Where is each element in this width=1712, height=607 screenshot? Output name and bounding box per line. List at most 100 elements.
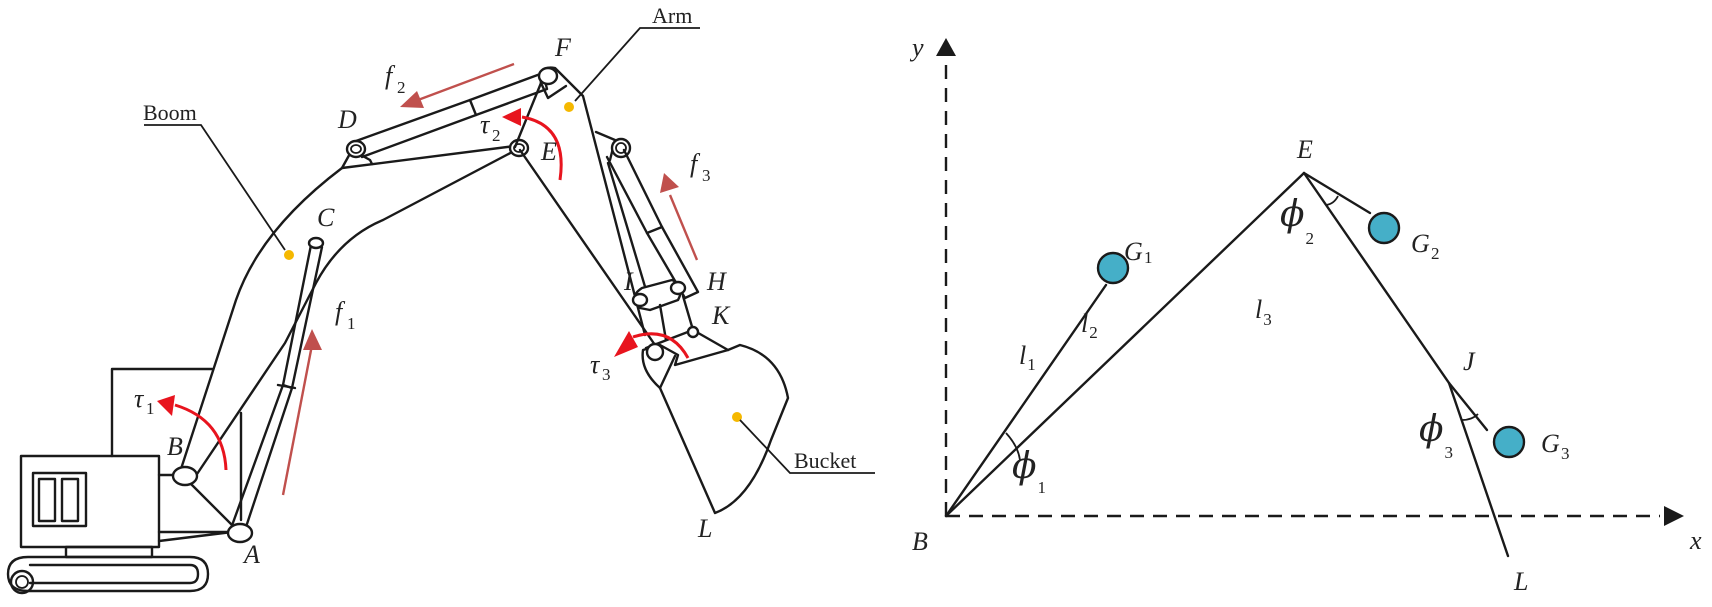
torque-arrow-tau1: [157, 395, 228, 471]
callout-boom: Boom: [143, 100, 197, 125]
torque-arrow-tau2: [502, 108, 563, 181]
label-E: E: [540, 137, 557, 166]
label-G3: G 3: [1541, 429, 1570, 463]
label-phi3-symbol: ϕ: [1419, 409, 1444, 450]
label-phi1: ϕ 1: [1012, 446, 1046, 497]
arm: [513, 66, 657, 347]
mass-node-G1: [1096, 251, 1130, 285]
label-tau1: τ 1: [134, 384, 155, 418]
label-K: K: [711, 301, 731, 330]
crawler-track: [6, 555, 210, 595]
force-arrow-f2: [400, 62, 515, 108]
label-A: A: [242, 540, 260, 569]
angle-arc-phi1: [1005, 432, 1021, 461]
label-phi2: ϕ 2: [1280, 194, 1314, 248]
label-E-schematic: E: [1296, 135, 1313, 164]
engine-housing: [110, 367, 214, 458]
label-D: D: [337, 105, 357, 134]
mass-node-G2: [1367, 211, 1401, 245]
link-B-G1: [944, 283, 1108, 518]
link-E-G2: [1302, 171, 1372, 215]
label-C: C: [317, 203, 335, 232]
angle-arc-phi2: [1325, 195, 1339, 206]
label-J-schematic: J: [1463, 347, 1476, 376]
label-f3: f 3: [690, 149, 711, 185]
label-phi3-subscript: 3: [1445, 443, 1454, 462]
label-H: H: [706, 267, 727, 296]
label-l1-symbol: l: [1019, 341, 1026, 370]
label-l3-subscript: 3: [1263, 310, 1272, 329]
label-G1-symbol: G: [1124, 237, 1143, 266]
label-tau3-symbol: τ: [590, 350, 601, 379]
label-G1: G 1: [1124, 237, 1153, 267]
label-tau2-symbol: τ: [480, 110, 491, 139]
label-tau2-subscript: 2: [492, 126, 501, 145]
x-axis-arrow-icon: [1664, 506, 1684, 526]
label-f3-subscript: 3: [702, 166, 711, 185]
label-tau3: τ 3: [590, 350, 611, 384]
label-phi2-symbol: ϕ: [1280, 194, 1305, 235]
bucket-cylinder: [605, 148, 700, 300]
callout-arm: Arm: [652, 3, 692, 28]
force-arrow-f3: [660, 173, 699, 261]
label-l2: l 2: [1081, 309, 1098, 342]
label-G3-symbol: G: [1541, 429, 1560, 458]
label-f3-symbol: f: [690, 149, 701, 178]
axis-label-x: x: [1689, 526, 1702, 555]
label-phi1-subscript: 1: [1038, 478, 1047, 497]
kinematic-schematic: y x B E J L G 1 G 2 G 3: [909, 33, 1702, 596]
label-l3: l 3: [1255, 295, 1272, 329]
label-F: F: [554, 33, 572, 62]
callout-bucket: Bucket: [794, 448, 856, 473]
force-arrow-f1: [281, 329, 322, 496]
link-EJ: [1302, 171, 1451, 385]
boom-callout-line: [144, 124, 286, 251]
bucket-callout-line: [739, 419, 875, 474]
label-B-schematic: B: [912, 527, 928, 556]
label-G1-subscript: 1: [1144, 248, 1153, 267]
label-f1-symbol: f: [335, 297, 346, 326]
label-phi3: ϕ 3: [1419, 409, 1453, 462]
cab: [19, 454, 161, 549]
label-tau1-subscript: 1: [146, 399, 155, 418]
label-l3-symbol: l: [1255, 295, 1262, 324]
arm-callout-line: [574, 27, 700, 102]
label-G3-subscript: 3: [1561, 444, 1570, 463]
bucket-linkage: [631, 278, 730, 352]
label-G2-subscript: 2: [1431, 244, 1440, 263]
arm-mass-center: [564, 102, 574, 112]
link-JL: [1447, 381, 1510, 558]
label-f1: f 1: [335, 297, 356, 333]
label-G2: G 2: [1411, 229, 1440, 263]
bucket-mass-center: [732, 412, 742, 422]
pin-A: [226, 522, 254, 544]
label-f2-subscript: 2: [397, 78, 406, 97]
boom-cylinder: [226, 236, 325, 544]
mass-node-G3: [1492, 425, 1526, 459]
label-phi2-subscript: 2: [1306, 229, 1315, 248]
label-f2: f 2: [385, 61, 406, 97]
link-BE: [944, 171, 1306, 518]
label-f2-symbol: f: [385, 61, 396, 90]
boom-mass-center: [284, 250, 294, 260]
bucket: [641, 342, 790, 515]
label-f1-subscript: 1: [347, 314, 356, 333]
excavator-drawing: Boom Arm Bucket A B C D E F H I K L f 1 …: [6, 3, 875, 595]
torque-arrow-tau3: [614, 331, 690, 359]
label-tau1-symbol: τ: [134, 384, 145, 413]
axis-label-y: y: [909, 33, 924, 62]
label-phi1-symbol: ϕ: [1012, 446, 1037, 487]
label-G2-symbol: G: [1411, 229, 1430, 258]
y-axis-arrow-icon: [936, 38, 956, 56]
boom: [171, 139, 518, 487]
label-l2-subscript: 2: [1089, 323, 1098, 342]
pin-B: [171, 465, 199, 487]
cab-base: [64, 545, 154, 559]
label-l1: l 1: [1019, 341, 1036, 374]
angle-arc-phi3: [1461, 413, 1479, 421]
label-L: L: [697, 514, 712, 543]
label-tau2: τ 2: [480, 110, 501, 145]
label-tau3-subscript: 3: [602, 365, 611, 384]
link-J-G3: [1447, 381, 1489, 432]
